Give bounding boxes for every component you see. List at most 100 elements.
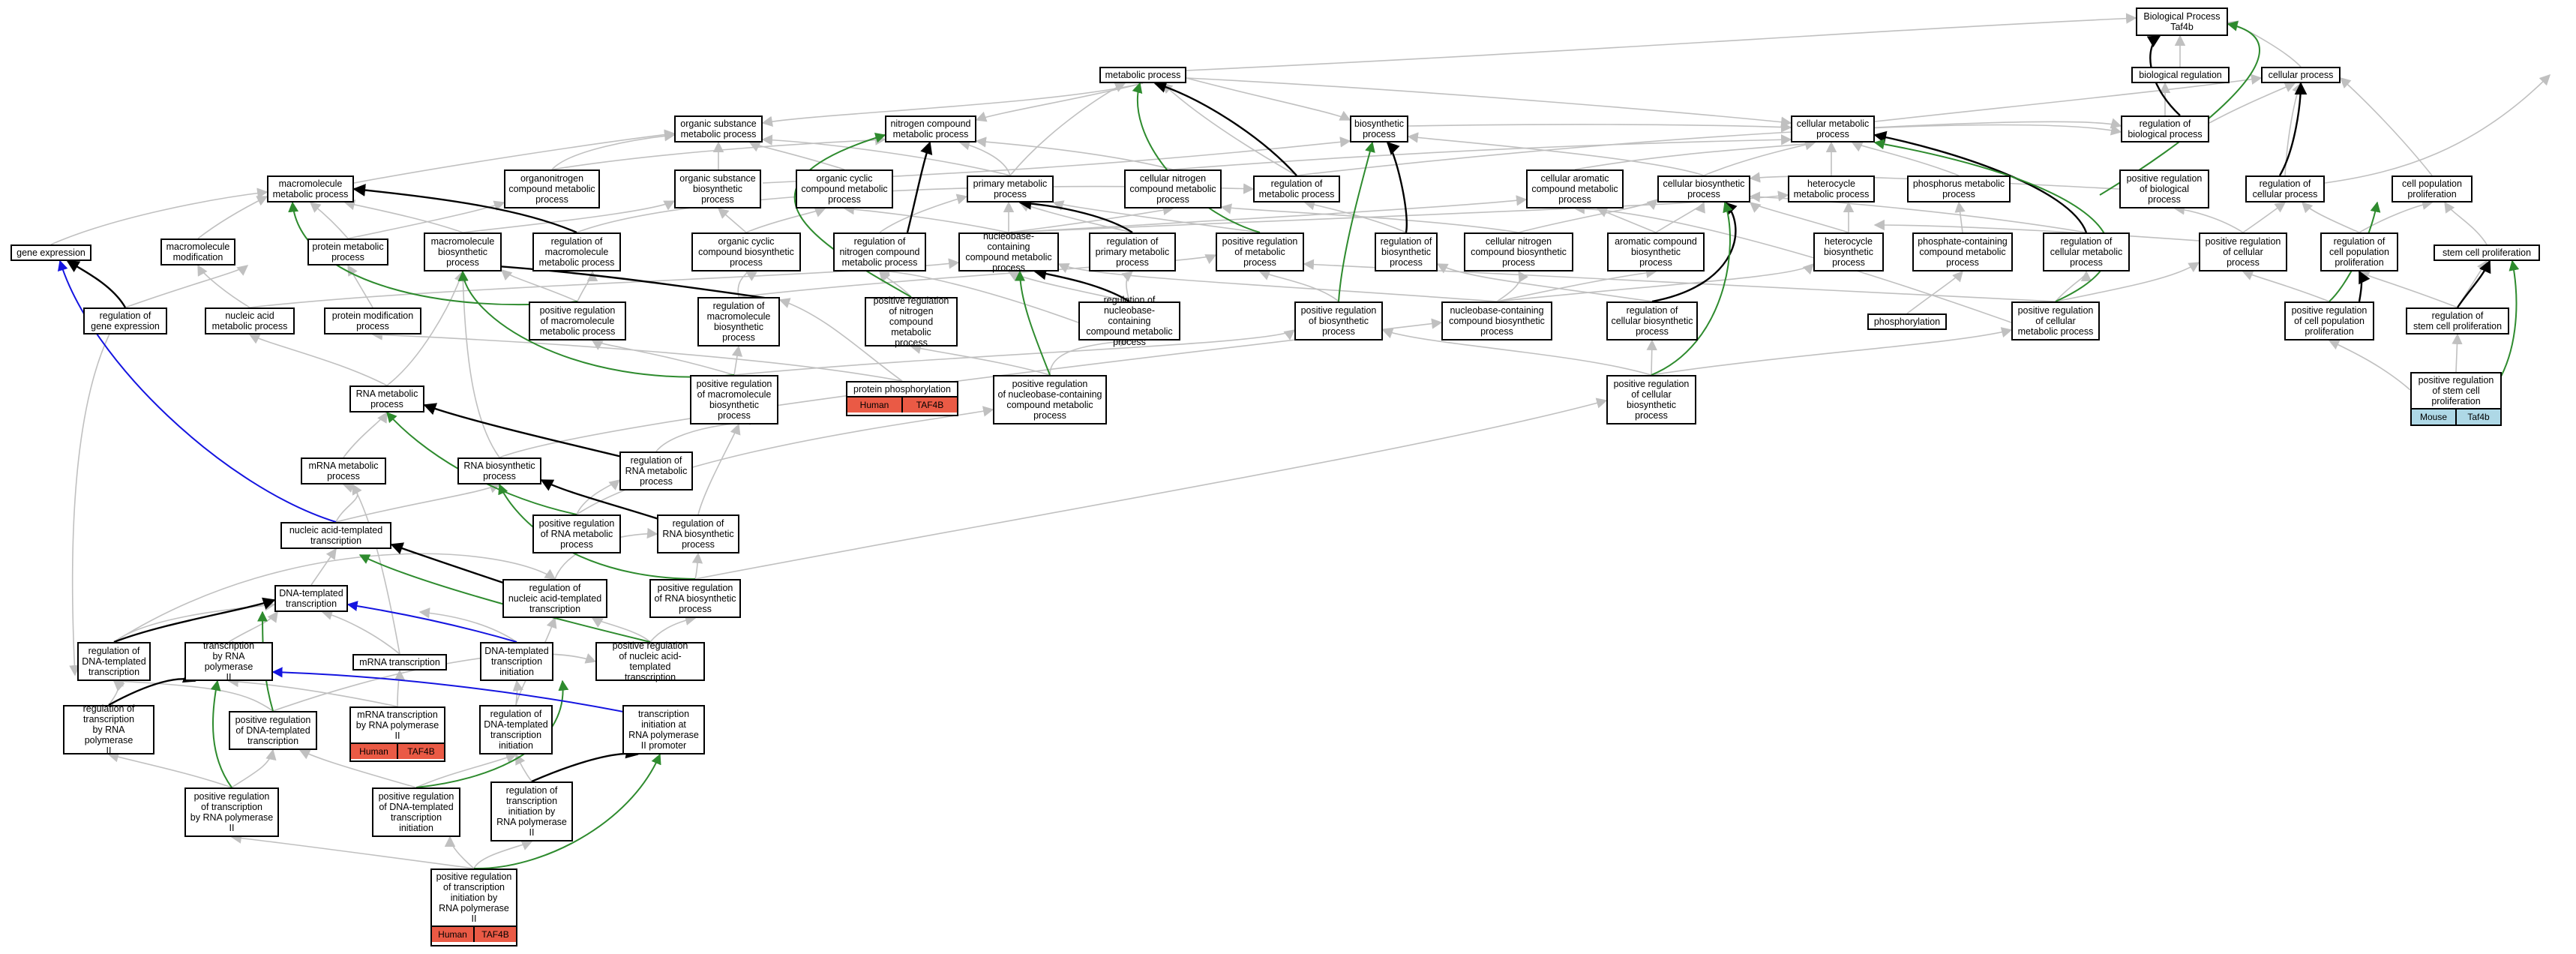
node-rna-biosynthetic-process[interactable]: RNA biosynthetic process [457,458,541,484]
node-regulation-of-cell-population-proliferation[interactable]: regulation of cell population proliferat… [2320,232,2398,272]
node-metabolic-process[interactable]: metabolic process [1099,67,1186,83]
node-organic-substance-biosynthetic-process[interactable]: organic substance biosynthetic process [674,170,761,208]
node-organonitrogen-compound-metabolic-process[interactable]: organonitrogen compound metabolic proces… [504,170,600,208]
node-nucleic-acid-metabolic-process[interactable]: nucleic acid metabolic process [205,308,295,334]
node-rna-metabolic-process[interactable]: RNA metabolic process [349,386,424,412]
node-heterocycle-metabolic-process[interactable]: heterocycle metabolic process [1788,176,1875,202]
node-positive-regulation-of-cellular-biosynthetic-process[interactable]: positive regulation of cellular biosynth… [1606,375,1696,424]
node-regulation-of-nucleobase-containing-compound-metabolic-process[interactable]: regulation of nucleobase-containing comp… [1078,295,1180,347]
node-regulation-of-primary-metabolic-process[interactable]: regulation of primary metabolic process [1089,232,1176,272]
node-regulation-of-cellular-process[interactable]: regulation of cellular process [2245,176,2325,202]
node-label: transcription by RNA polymerase II [202,640,255,682]
node-positive-regulation-of-nitrogen-compound-metabolic-process[interactable]: positive regulation of nitrogen compound… [865,296,958,348]
node-positive-regulation-of-rna-biosynthetic-process[interactable]: positive regulation of RNA biosynthetic … [649,579,741,618]
node-organic-cyclic-compound-biosynthetic-process[interactable]: organic cyclic compound biosynthetic pro… [691,232,801,272]
node-phosphate-containing-compound-metabolic-process[interactable]: phosphate-containing compound metabolic … [1912,232,2013,272]
node-aromatic-compound-biosynthetic-process[interactable]: aromatic compound biosynthetic process [1607,232,1705,272]
node-primary-metabolic-process[interactable]: primary metabolic process [967,176,1054,202]
node-positive-regulation-of-cell-population-proliferation[interactable]: positive regulation of cell population p… [2284,302,2374,340]
node-regulation-of-macromolecule-metabolic-process[interactable]: regulation of macromolecule metabolic pr… [532,232,621,272]
node-label: nitrogen compound metabolic process [890,118,971,140]
node-positive-regulation-of-dna-templated-transcription[interactable]: positive regulation of DNA-templated tra… [229,711,317,750]
node-transcription-initiation-at-rna-polymerase-ii-promoter[interactable]: transcription initiation at RNA polymera… [622,705,705,754]
node-nucleic-acid-templated-transcription[interactable]: nucleic acid-templated transcription [280,522,391,549]
annotation-gene: TAF4B [901,398,957,412]
node-dna-templated-transcription[interactable]: DNA-templated transcription [274,585,348,612]
node-label: macromolecule modification [166,242,230,262]
node-protein-modification-process[interactable]: protein modification process [324,308,421,334]
node-organic-cyclic-compound-metabolic-process[interactable]: organic cyclic compound metabolic proces… [796,170,893,208]
node-label: positive regulation of biological proces… [2126,173,2203,205]
node-regulation-of-nitrogen-compound-metabolic-process[interactable]: regulation of nitrogen compound metaboli… [833,232,926,272]
node-regulation-of-dna-templated-transcription-initiation[interactable]: regulation of DNA-templated transcriptio… [479,705,553,754]
node-gene-expression[interactable]: gene expression [10,244,91,261]
node-cellular-nitrogen-compound-biosynthetic-process[interactable]: cellular nitrogen compound biosynthetic … [1464,232,1573,272]
node-nucleobase-containing-compound-metabolic-process[interactable]: nucleobase-containing compound metabolic… [958,231,1059,273]
node-mrna-metabolic-process[interactable]: mRNA metabolic process [301,458,386,484]
node-protein-metabolic-process[interactable]: protein metabolic process [307,238,388,266]
node-regulation-of-cellular-biosynthetic-process[interactable]: regulation of cellular biosynthetic proc… [1606,302,1698,340]
node-cellular-biosynthetic-process[interactable]: cellular biosynthetic process [1657,176,1750,202]
node-biological-regulation[interactable]: biological regulation [2131,67,2230,83]
node-positive-regulation-of-nucleobase-containing-compound-metabolic-process[interactable]: positive regulation of nucleobase-contai… [993,375,1107,424]
node-positive-regulation-of-transcription-by-rna-polymerase-ii[interactable]: positive regulation of transcription by … [184,788,279,837]
node-positive-regulation-of-biosynthetic-process[interactable]: positive regulation of biosynthetic proc… [1294,302,1383,340]
node-mrna-transcription[interactable]: mRNA transcription [352,654,447,670]
node-regulation-of-nucleic-acid-templated-transcription[interactable]: regulation of nucleic acid-templated tra… [502,579,607,618]
node-cellular-metabolic-process[interactable]: cellular metabolic process [1791,116,1875,142]
node-label: mRNA transcription by RNA polymerase II [355,710,439,741]
node-regulation-of-biological-process[interactable]: regulation of biological process [2121,116,2209,142]
node-regulation-of-gene-expression[interactable]: regulation of gene expression [83,308,167,334]
node-regulation-of-cellular-metabolic-process[interactable]: regulation of cellular metabolic process [2043,232,2130,272]
node-positive-regulation-of-cellular-metabolic-process[interactable]: positive regulation of cellular metaboli… [2011,302,2100,340]
node-positive-regulation-of-macromolecule-metabolic-process[interactable]: positive regulation of macromolecule met… [529,302,626,340]
node-regulation-of-biosynthetic-process[interactable]: regulation of biosynthetic process [1375,232,1438,272]
node-positive-regulation-of-dna-templated-transcription-initiation[interactable]: positive regulation of DNA-templated tra… [372,788,460,837]
node-nitrogen-compound-metabolic-process[interactable]: nitrogen compound metabolic process [885,116,976,142]
node-label: regulation of biosynthetic process [1380,236,1432,268]
node-heterocycle-biosynthetic-process[interactable]: heterocycle biosynthetic process [1813,232,1884,272]
node-regulation-of-rna-metabolic-process[interactable]: regulation of RNA metabolic process [619,452,693,490]
node-positive-regulation-of-macromolecule-biosynthetic-process[interactable]: positive regulation of macromolecule bio… [690,375,778,424]
node-stem-cell-proliferation[interactable]: stem cell proliferation [2434,244,2540,261]
node-positive-regulation-of-cellular-process[interactable]: positive regulation of cellular process [2199,232,2287,272]
node-phosphorylation[interactable]: phosphorylation [1867,314,1947,330]
node-regulation-of-macromolecule-biosynthetic-process[interactable]: regulation of macromolecule biosynthetic… [697,297,780,346]
node-biosynthetic-process[interactable]: biosynthetic process [1350,116,1408,142]
node-cell-population-proliferation[interactable]: cell population proliferation [2392,176,2473,202]
annotation-gene: TAF4B [397,744,444,759]
node-label: regulation of nucleobase-containing comp… [1086,295,1173,347]
node-label: positive regulation of biosynthetic proc… [1300,305,1377,337]
node-positive-regulation-of-stem-cell-proliferation[interactable]: positive regulation of stem cell prolife… [2410,372,2502,426]
node-regulation-of-stem-cell-proliferation[interactable]: regulation of stem cell proliferation [2406,308,2509,334]
node-positive-regulation-of-biological-process[interactable]: positive regulation of biological proces… [2119,170,2209,208]
node-positive-regulation-of-transcription-initiation-by-rna-polymerase-ii[interactable]: positive regulation of transcription ini… [430,868,517,946]
node-positive-regulation-of-nucleic-acid-templated-transcription[interactable]: positive regulation of nucleic acid-temp… [595,640,705,682]
node-regulation-of-transcription-initiation-by-rna-polymerase-ii[interactable]: regulation of transcription initiation b… [490,782,573,842]
node-cellular-nitrogen-compound-metabolic-process[interactable]: cellular nitrogen compound metabolic pro… [1124,170,1222,208]
node-positive-regulation-of-rna-metabolic-process[interactable]: positive regulation of RNA metabolic pro… [532,514,621,554]
node-regulation-of-rna-biosynthetic-process[interactable]: regulation of RNA biosynthetic process [657,514,739,554]
node-regulation-of-transcription-by-rna-polymerase-ii[interactable]: regulation of transcription by RNA polym… [63,704,154,756]
node-transcription-by-rna-polymerase-ii[interactable]: transcription by RNA polymerase II [184,640,273,682]
node-cellular-aromatic-compound-metabolic-process[interactable]: cellular aromatic compound metabolic pro… [1526,170,1624,208]
node-label: regulation of nucleic acid-templated tra… [508,583,602,614]
node-macromolecule-modification[interactable]: macromolecule modification [160,238,235,266]
node-label: stem cell proliferation [2442,248,2532,258]
node-macromolecule-metabolic-process[interactable]: macromolecule metabolic process [267,176,354,202]
node-nucleobase-containing-compound-biosynthetic-process[interactable]: nucleobase-containing compound biosynthe… [1441,302,1552,340]
node-label: cellular aromatic compound metabolic pro… [1531,173,1618,205]
node-regulation-of-metabolic-process[interactable]: regulation of metabolic process [1253,176,1340,202]
node-cellular-process[interactable]: cellular process [2261,67,2341,83]
node-organic-substance-metabolic-process[interactable]: organic substance metabolic process [674,116,763,142]
node-label: positive regulation of nitrogen compound… [873,296,949,348]
node-regulation-of-dna-templated-transcription[interactable]: regulation of DNA-templated transcriptio… [77,642,151,681]
node-dna-templated-transcription-initiation[interactable]: DNA-templated transcription initiation [480,642,553,681]
node-positive-regulation-of-metabolic-process[interactable]: positive regulation of metabolic process [1216,232,1304,272]
node-phosphorus-metabolic-process[interactable]: phosphorus metabolic process [1907,176,2011,202]
node-macromolecule-biosynthetic-process[interactable]: macromolecule biosynthetic process [424,232,502,272]
node-label: positive regulation of transcription by … [190,791,274,833]
node-biological-process-root[interactable]: Biological Process Taf4b [2136,8,2228,36]
